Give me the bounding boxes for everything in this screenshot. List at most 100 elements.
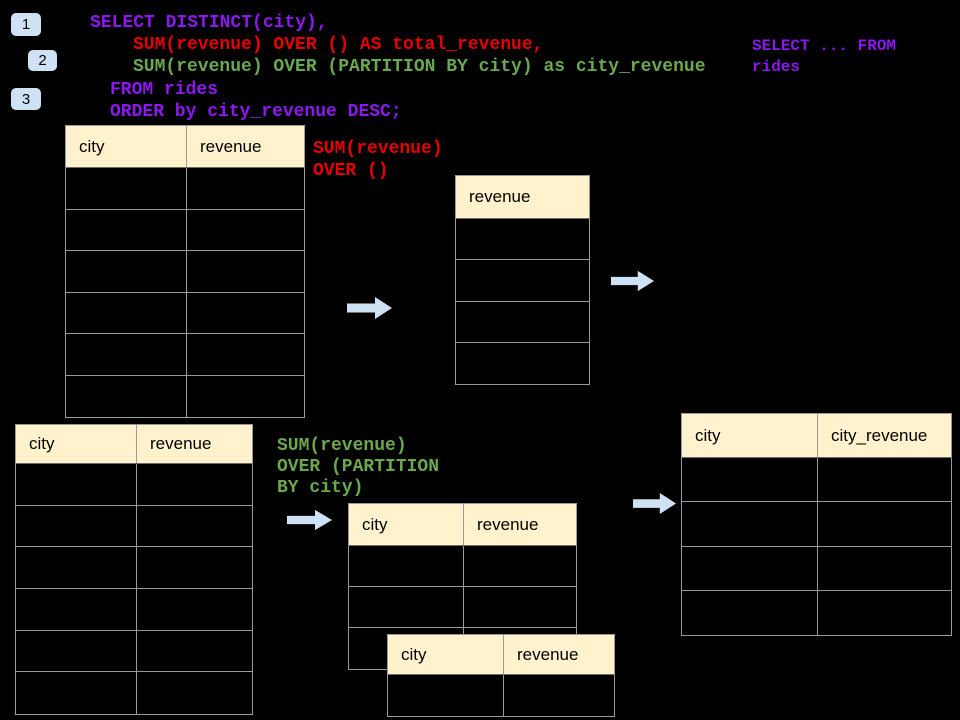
column-header-revenue: revenue (200, 136, 262, 156)
table-row (66, 168, 304, 210)
table-row (16, 630, 252, 673)
column-header-city: city (66, 126, 187, 167)
arrow-right-icon (611, 270, 655, 292)
table-cell (504, 675, 614, 716)
table-cell (137, 589, 252, 630)
table-cell (187, 293, 304, 334)
table-row (456, 343, 589, 384)
table-header-row: revenue (456, 176, 589, 219)
table-cell (187, 168, 304, 209)
table-cell (464, 587, 576, 627)
column-header-city: city (682, 414, 818, 457)
table-header-row: city revenue (388, 635, 614, 675)
table-row (349, 587, 576, 628)
table-cell (66, 251, 187, 292)
table-cell (464, 546, 576, 586)
sql-line-total-revenue: SUM(revenue) OVER () AS total_revenue, (133, 35, 544, 55)
column-header-revenue: revenue (150, 434, 212, 453)
table-row (16, 505, 252, 548)
side-note-line-1: SELECT ... FROM (752, 37, 897, 55)
table-cell (16, 630, 137, 672)
table-cell (66, 168, 187, 209)
table-source: city revenue (65, 125, 305, 418)
table-cell (682, 458, 818, 502)
table-cell (66, 334, 187, 375)
arrow-right-icon (347, 296, 393, 320)
table-row (349, 546, 576, 587)
column-header-city: city (349, 504, 464, 545)
table-row (16, 589, 252, 631)
table-row (66, 375, 304, 418)
table-cell (187, 376, 304, 418)
table-body (16, 464, 252, 715)
table-cell (818, 502, 951, 545)
table-row (388, 675, 614, 716)
table-body (388, 675, 614, 716)
label-total-line-1: SUM(revenue) (313, 139, 443, 159)
table-cell (137, 631, 252, 672)
side-note-line-2: rides (752, 58, 801, 76)
table-cell (187, 334, 304, 375)
table-cell (66, 209, 187, 250)
table-row (456, 260, 589, 302)
table-cell (456, 219, 589, 259)
table-row (682, 458, 951, 503)
column-header-revenue: revenue (517, 644, 579, 664)
table-cell (818, 547, 951, 590)
table-row (16, 672, 252, 715)
step-badge-3: 3 (11, 88, 41, 110)
table-total-revenue: revenue (455, 175, 590, 385)
label-total-line-2: OVER () (313, 161, 389, 181)
table-body (456, 219, 589, 384)
sql-line-select: SELECT DISTINCT(city), (90, 13, 328, 33)
table-cell (456, 343, 589, 384)
table-cell (137, 547, 252, 588)
table-cell (187, 251, 304, 292)
step-badge-2: 2 (28, 50, 57, 71)
label-partition-line-1: SUM(revenue) (277, 436, 407, 456)
table-row (16, 464, 252, 506)
table-cell (16, 547, 137, 589)
table-row (456, 219, 589, 261)
table-row (66, 209, 304, 251)
table-header-row: city revenue (349, 504, 576, 546)
table-header-row: city city_revenue (682, 414, 951, 458)
table-row (682, 502, 951, 547)
table-cell (818, 591, 951, 635)
table-cell (456, 302, 589, 342)
table-row (682, 546, 951, 591)
table-row (66, 334, 304, 376)
table-cell (349, 546, 464, 586)
table-result: city city_revenue (681, 413, 952, 636)
table-row (682, 590, 951, 635)
table-row (16, 547, 252, 590)
label-partition-line-2: OVER (PARTITION (277, 457, 440, 477)
column-header-city: city (16, 425, 137, 463)
sql-line-order-by: ORDER by city_revenue DESC; (110, 102, 402, 122)
column-header-revenue: revenue (469, 187, 531, 206)
table-cell (16, 464, 137, 505)
step-badge-1: 1 (11, 13, 41, 36)
table-header-row: city revenue (16, 425, 252, 464)
column-header-revenue: revenue (477, 514, 539, 534)
table-cell (137, 672, 252, 714)
table-cell (137, 464, 252, 505)
table-partition-group-2: city revenue (387, 634, 615, 717)
table-cell (682, 590, 818, 635)
table-cell (349, 587, 464, 627)
table-cell (16, 672, 137, 715)
table-cell (137, 506, 252, 547)
table-source-2: city revenue (15, 424, 253, 716)
table-cell (682, 502, 818, 546)
table-cell (818, 458, 951, 501)
table-cell (66, 292, 187, 333)
table-body (682, 458, 951, 635)
table-row (66, 292, 304, 334)
table-body (66, 168, 304, 417)
table-cell (187, 210, 304, 251)
table-row (456, 302, 589, 343)
sql-line-from: FROM rides (110, 80, 219, 100)
table-cell (456, 260, 589, 300)
column-header-city: city (388, 635, 504, 674)
